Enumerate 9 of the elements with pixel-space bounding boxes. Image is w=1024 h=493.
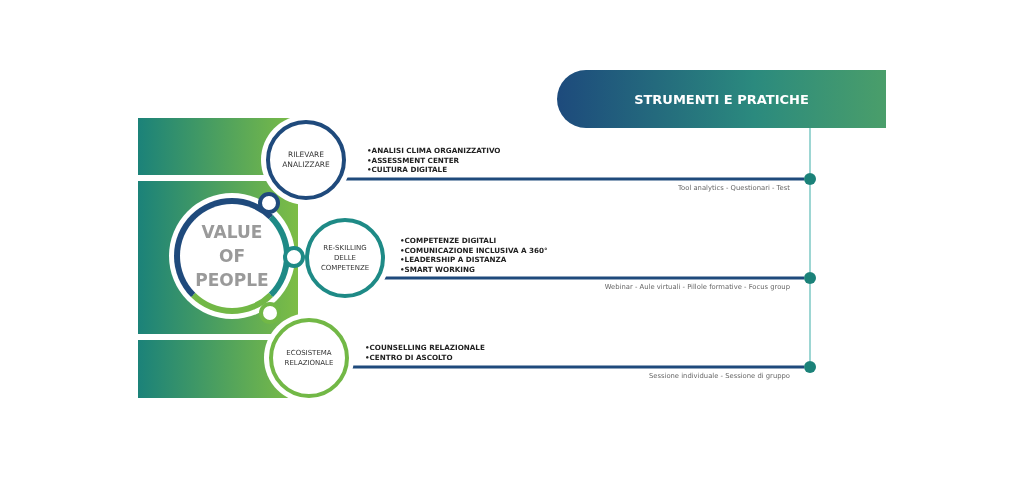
connector-line: [809, 184, 811, 273]
connector-line: [809, 283, 811, 362]
timeline-dot: [804, 361, 816, 373]
connector-line: [809, 127, 811, 174]
header-banner: STRUMENTI E PRATICHE: [557, 70, 886, 128]
timeline-dot: [804, 272, 816, 284]
timeline-dot: [804, 173, 816, 185]
link-ring: [283, 246, 305, 268]
connector-line: [350, 365, 804, 369]
